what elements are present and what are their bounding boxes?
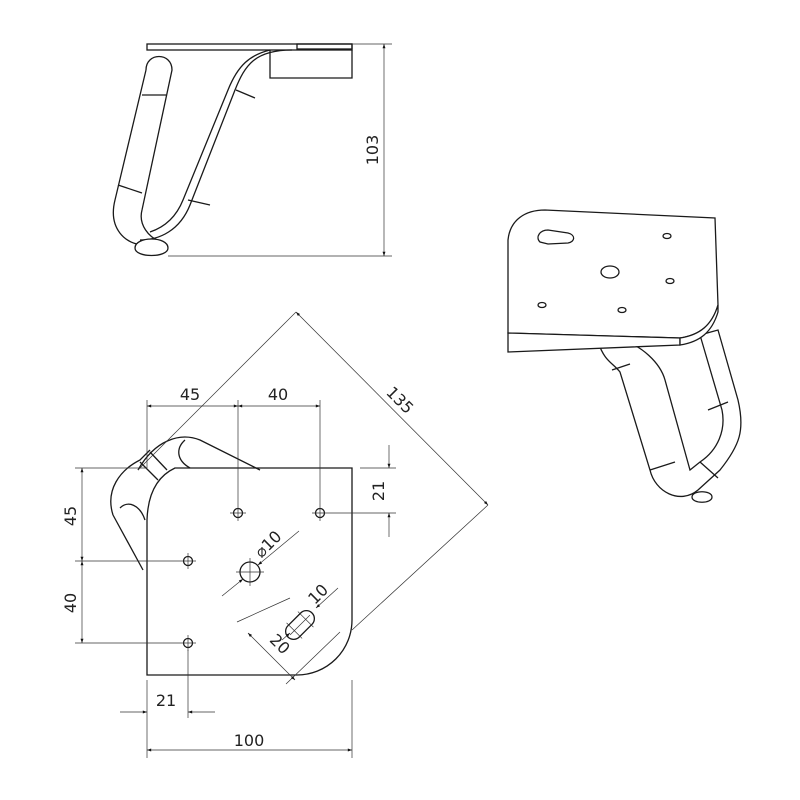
dim-21-right: 21 xyxy=(369,481,388,501)
base-plate xyxy=(146,467,353,676)
dim-slot-width: 10 xyxy=(304,580,332,608)
dim-103: 103 xyxy=(363,135,382,166)
dim-40-top: 40 xyxy=(268,385,288,404)
center-hole-iso xyxy=(600,265,620,279)
hole-iso xyxy=(665,277,675,285)
tube-segments xyxy=(611,363,729,479)
dim-slot-length: 20 xyxy=(266,630,294,658)
tube-outer-left xyxy=(110,449,151,516)
bottom-view: 45 40 135 21 45 40 21 100 ⌀10 10 20 xyxy=(61,311,489,758)
dim-45-left: 45 xyxy=(61,506,80,526)
front-tube-inner xyxy=(149,49,271,233)
plate-top xyxy=(507,209,719,339)
leg-tubes xyxy=(597,329,742,498)
foot-cap-iso xyxy=(691,491,713,503)
side-view: 103 xyxy=(112,43,392,257)
plate-step xyxy=(296,43,353,50)
dim-135: 135 xyxy=(382,383,417,418)
dim-21-bottom: 21 xyxy=(156,691,176,710)
tube-end-top xyxy=(178,439,191,469)
dim-45-top: 45 xyxy=(180,385,200,404)
foot-cap xyxy=(134,238,169,257)
dim-hole-diameter: ⌀10 xyxy=(251,527,286,562)
tube-end-left xyxy=(119,503,146,521)
hole-iso xyxy=(537,301,547,309)
rear-tube-outer xyxy=(140,55,173,241)
dim-40-left: 40 xyxy=(61,593,80,613)
hole-iso xyxy=(662,232,672,240)
bracket-block xyxy=(269,50,353,79)
isometric-view xyxy=(507,209,742,503)
dim-100: 100 xyxy=(234,731,265,750)
hole-iso xyxy=(617,306,627,314)
tube-outer-top xyxy=(137,436,261,471)
plate-edge-corner xyxy=(679,304,719,346)
front-tube-outer xyxy=(139,49,293,241)
front-tube-segments xyxy=(187,89,256,206)
mounting-holes xyxy=(180,505,328,651)
slot-iso xyxy=(537,229,575,245)
rear-tube-segments xyxy=(117,94,166,194)
